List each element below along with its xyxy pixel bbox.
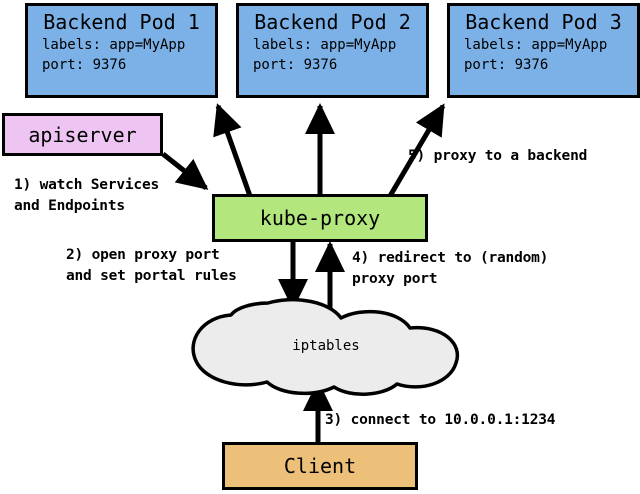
- step-4-note-line-1: 4) redirect to (random): [352, 250, 549, 266]
- pod-3-labels: labels: app=MyApp: [464, 37, 608, 53]
- step-1-note-line-2: and Endpoints: [14, 198, 125, 214]
- pod-3-title: Backend Pod 3: [465, 10, 622, 34]
- kube-proxy-label: kube-proxy: [259, 206, 381, 230]
- step-1-note-line-1: 1) watch Services: [14, 177, 160, 193]
- pod-2-port: port: 9376: [253, 57, 338, 73]
- backend-pod-2: Backend Pod 2 labels: app=MyApp port: 93…: [236, 3, 429, 98]
- backend-pod-1: Backend Pod 1 labels: app=MyApp port: 93…: [25, 3, 218, 98]
- pod-2-labels: labels: app=MyApp: [253, 37, 397, 53]
- apiserver-node: apiserver: [2, 113, 163, 156]
- pod-1-title: Backend Pod 1: [43, 10, 200, 34]
- iptables-label: iptables: [292, 338, 360, 354]
- kube-proxy-node: kube-proxy: [212, 194, 428, 242]
- edge-kubeproxy-to-pod1: [213, 103, 253, 197]
- step-2-note-line-2: and set portal rules: [66, 268, 237, 284]
- client-label: Client: [283, 454, 357, 478]
- edge-apiserver-to-kubeproxy: [161, 152, 209, 190]
- apiserver-label: apiserver: [28, 122, 137, 147]
- pod-3-port: port: 9376: [464, 57, 549, 73]
- client-node: Client: [222, 442, 418, 490]
- pod-1-labels: labels: app=MyApp: [42, 37, 186, 53]
- pod-2-title: Backend Pod 2: [254, 10, 411, 34]
- step-2-note-line-1: 2) open proxy port: [66, 247, 220, 263]
- pod-1-port: port: 9376: [42, 57, 127, 73]
- step-5-note: 5) proxy to a backend: [408, 148, 588, 164]
- step-4-note-line-2: proxy port: [352, 271, 438, 287]
- backend-pod-3: Backend Pod 3 labels: app=MyApp port: 93…: [447, 3, 640, 98]
- step-3-note: 3) connect to 10.0.0.1:1234: [325, 412, 556, 428]
